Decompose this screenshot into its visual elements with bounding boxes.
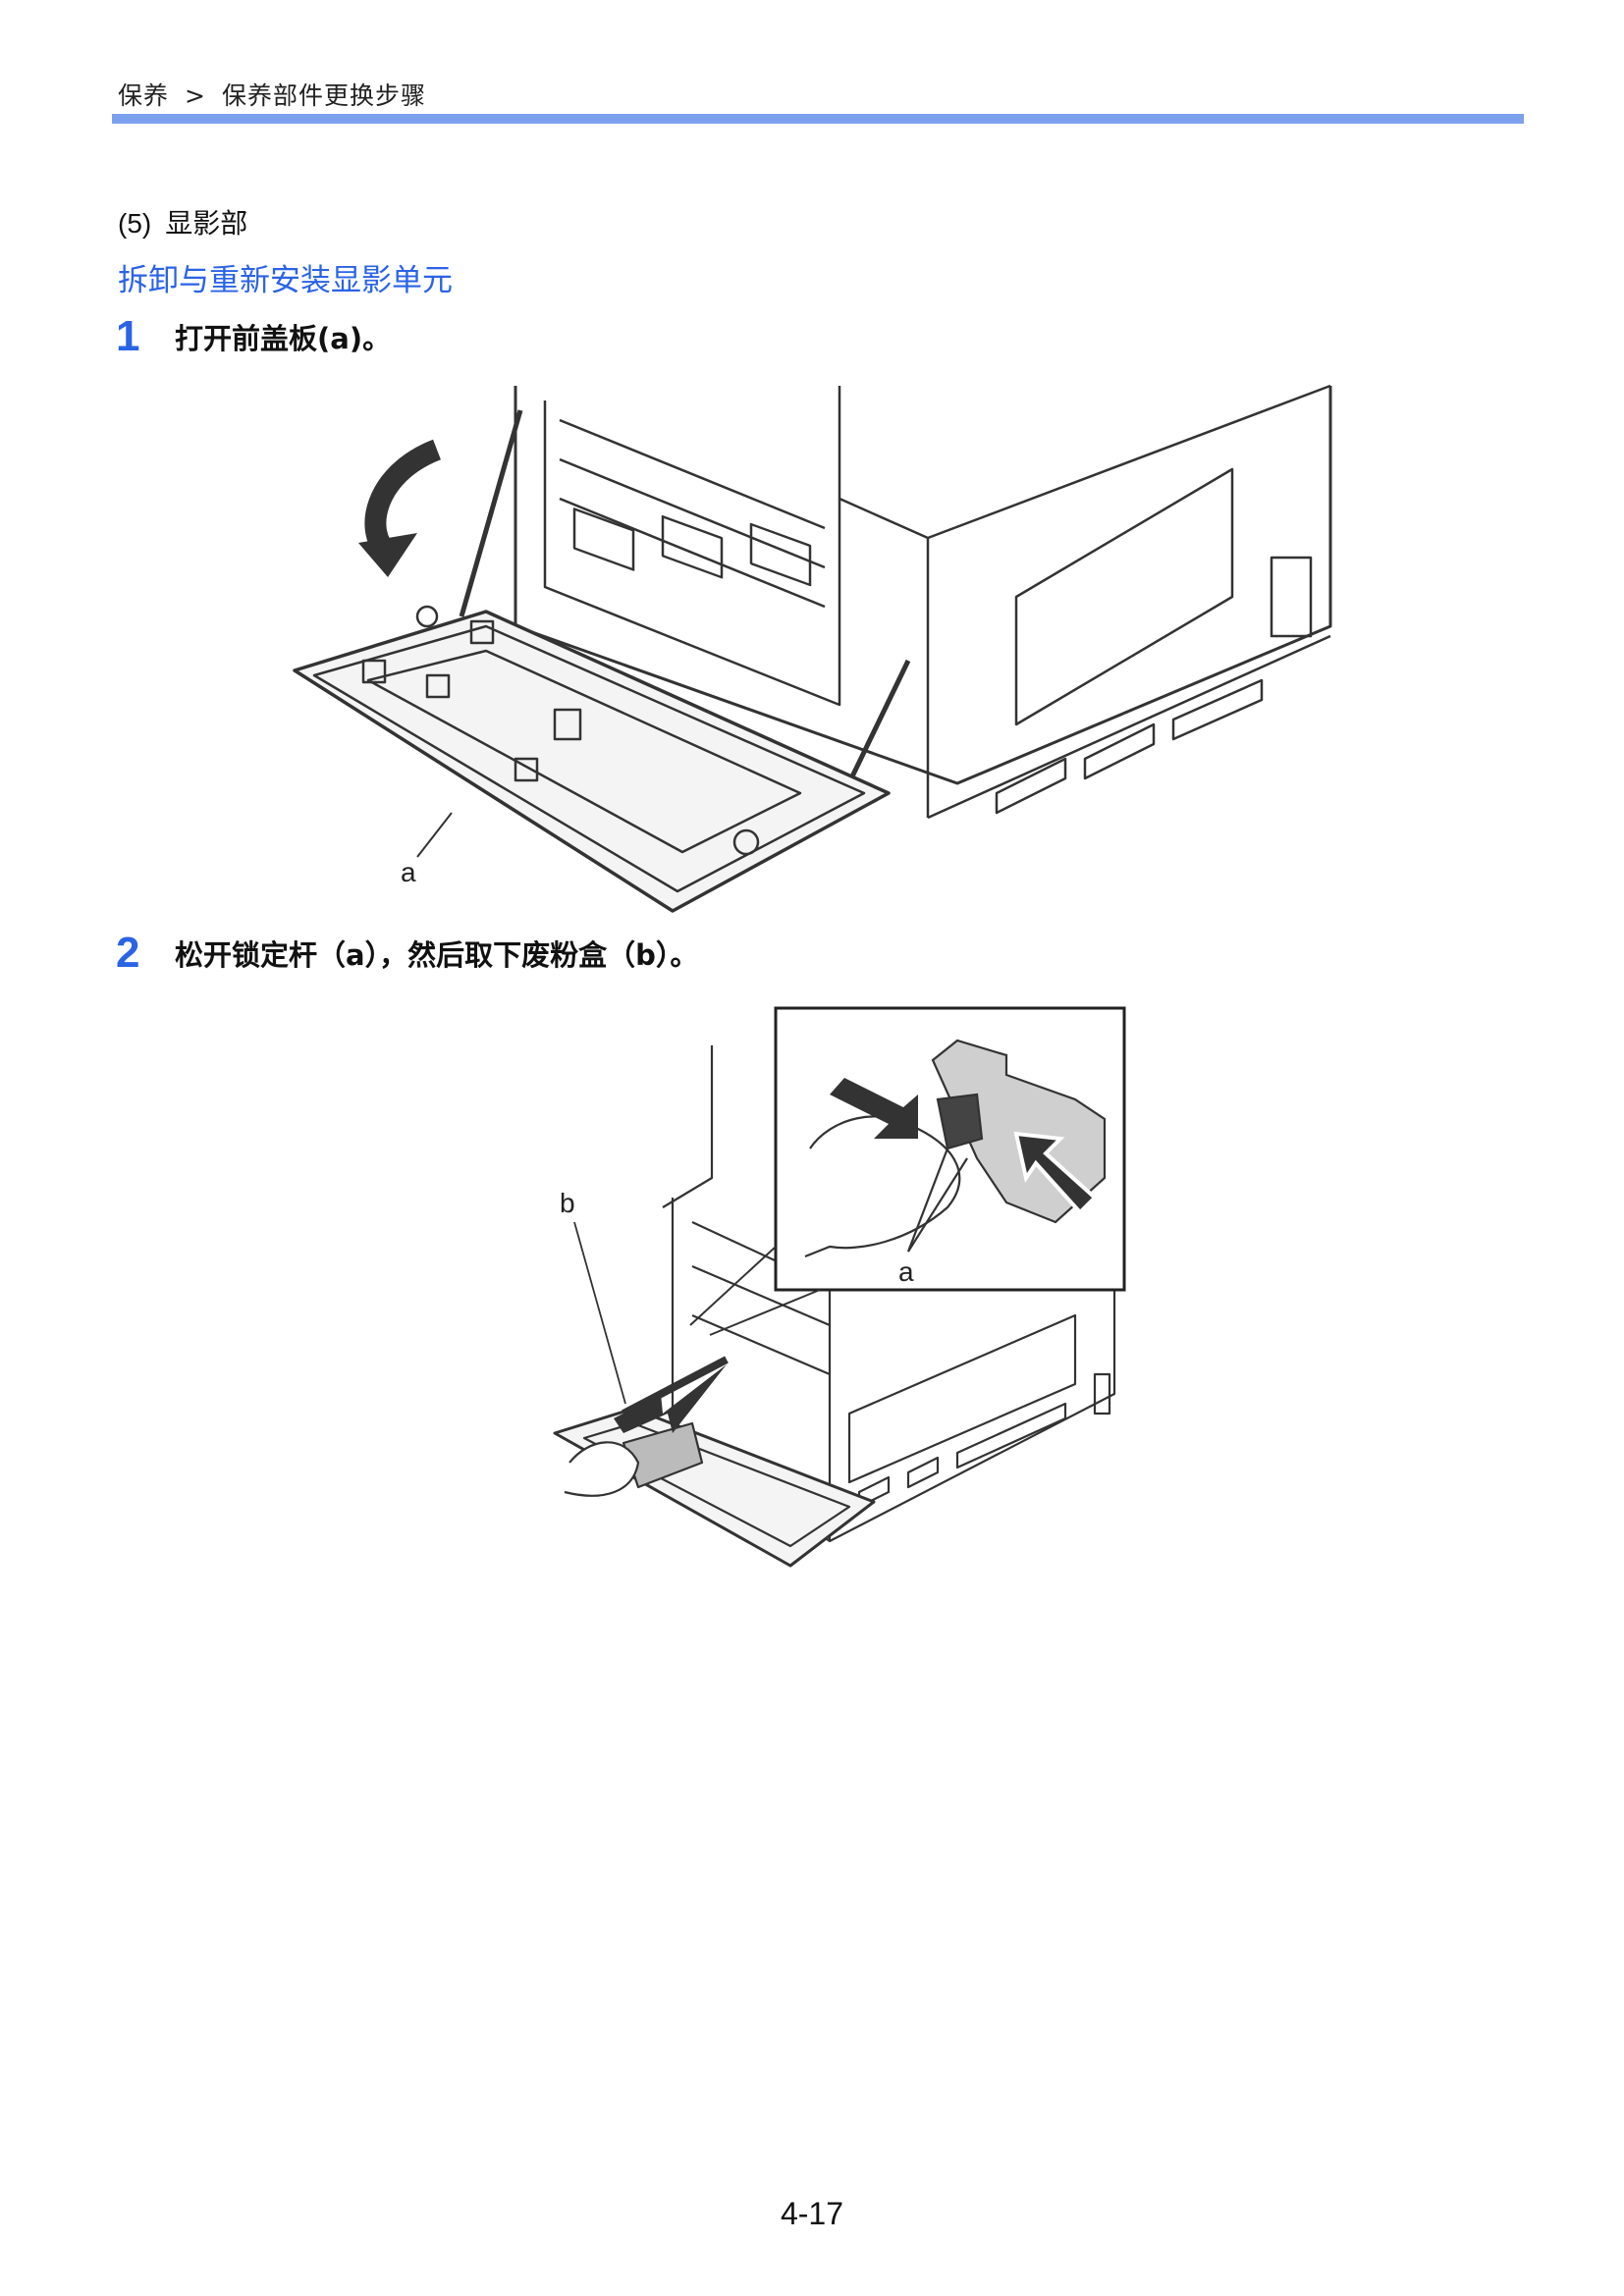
breadcrumb-item-maintenance[interactable]: 保养 xyxy=(118,81,170,110)
breadcrumb-separator: > xyxy=(185,81,206,110)
step-1: 1 打开前盖板(a)。 xyxy=(116,312,391,361)
header-rule xyxy=(112,114,1524,124)
subsection-title: 拆卸与重新安装显影单元 xyxy=(118,263,453,298)
figure-label-a: a xyxy=(401,857,416,887)
step-number: 1 xyxy=(116,312,140,360)
step-text: 松开锁定杆（a），然后取下废粉盒（b）。 xyxy=(175,938,699,972)
figure-remove-waste-toner-box: b a xyxy=(553,1006,1126,1568)
step-text: 打开前盖板(a)。 xyxy=(175,322,392,355)
page-number: 4-17 xyxy=(780,2196,844,2231)
section-title: 显影部 xyxy=(165,207,248,240)
breadcrumb-item-replacement-steps[interactable]: 保养部件更换步骤 xyxy=(221,81,426,110)
breadcrumb: 保养 > 保养部件更换步骤 xyxy=(118,77,426,112)
section-number: (5) xyxy=(118,208,152,239)
figure-label-a: a xyxy=(898,1256,914,1287)
section-heading: (5) 显影部 xyxy=(118,202,247,241)
figure-open-front-cover: a xyxy=(293,384,1332,913)
step-number: 2 xyxy=(116,929,140,977)
step-2: 2 松开锁定杆（a），然后取下废粉盒（b）。 xyxy=(116,929,698,978)
figure-label-b: b xyxy=(560,1188,575,1218)
